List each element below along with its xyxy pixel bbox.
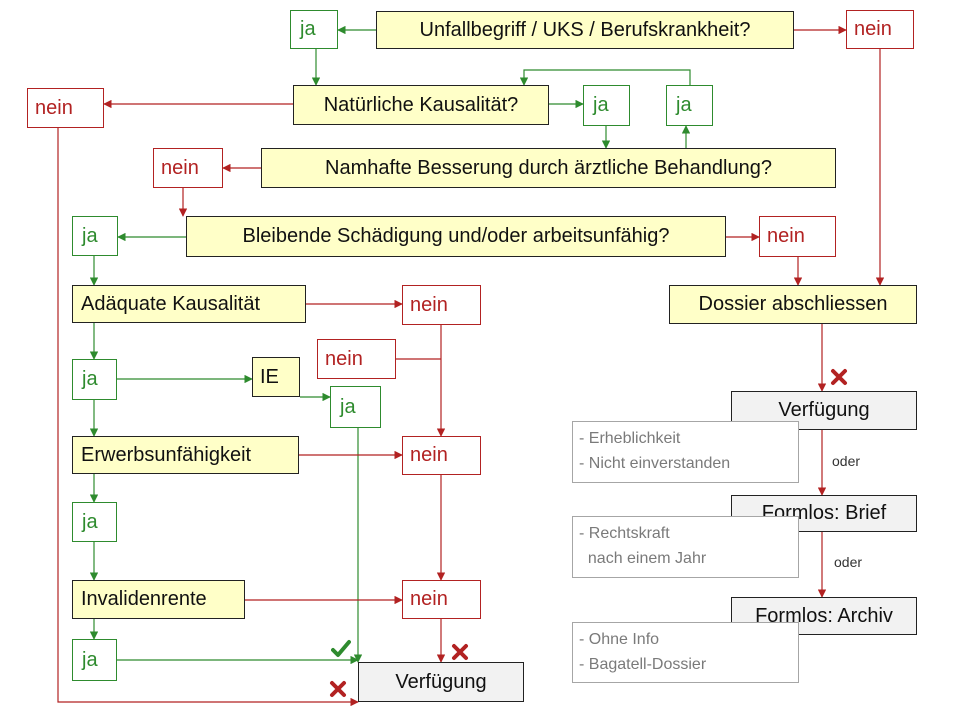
check-icon xyxy=(331,640,351,657)
connector-oder-2: oder xyxy=(834,554,863,570)
step-adaequate-kausalitaet: Adäquate Kausalität xyxy=(72,285,306,323)
answer-ja-ie: ja xyxy=(330,386,381,428)
outcome-verfuegung-right: Verfügung xyxy=(731,391,917,430)
answer-nein-q1: nein xyxy=(846,10,914,49)
step-dossier-abschliessen: Dossier abschliessen xyxy=(669,285,917,324)
note-archiv: - Ohne Info - Bagatell-Dossier xyxy=(572,622,799,683)
answer-ja-loop: ja xyxy=(666,85,713,126)
step-ie: IE xyxy=(252,357,300,397)
step-erwerbsunfaehigkeit: Erwerbsunfähigkeit xyxy=(72,436,299,474)
answer-ja-invalid: ja xyxy=(72,639,117,681)
answer-ja-erwerb: ja xyxy=(72,502,117,542)
question-unfallbegriff: Unfallbegriff / UKS / Berufskrankheit? xyxy=(376,11,794,49)
answer-ja-q4: ja xyxy=(72,216,118,256)
answer-nein-q2: nein xyxy=(27,88,104,128)
answer-nein-q3: nein xyxy=(153,148,223,188)
answer-nein-ie: nein xyxy=(317,339,396,379)
note-brief: - Rechtskraft nach einem Jahr xyxy=(572,516,799,578)
note-verfuegung: - Erheblichkeit - Nicht einverstanden xyxy=(572,421,799,483)
step-invalidenrente: Invalidenrente xyxy=(72,580,245,619)
answer-nein-erwerb: nein xyxy=(402,436,481,475)
answer-ja-q2: ja xyxy=(583,85,630,126)
question-natuerliche-kausalitaet: Natürliche Kausalität? xyxy=(293,85,549,125)
answer-nein-adaequat: nein xyxy=(402,285,481,325)
cross-icon xyxy=(452,644,468,660)
answer-ja-adaequat: ja xyxy=(72,359,117,400)
cross-icon xyxy=(330,681,346,697)
connector-oder-1: oder xyxy=(832,453,861,469)
question-bleibende-schaedigung: Bleibende Schädigung und/oder arbeitsunf… xyxy=(186,216,726,257)
answer-ja-q1: ja xyxy=(290,10,338,49)
cross-icon xyxy=(831,369,847,385)
answer-nein-q4: nein xyxy=(759,216,836,257)
question-namhafte-besserung: Namhafte Besserung durch ärztliche Behan… xyxy=(261,148,836,188)
answer-nein-invalid: nein xyxy=(402,580,481,619)
outcome-verfuegung-left: Verfügung xyxy=(358,662,524,702)
